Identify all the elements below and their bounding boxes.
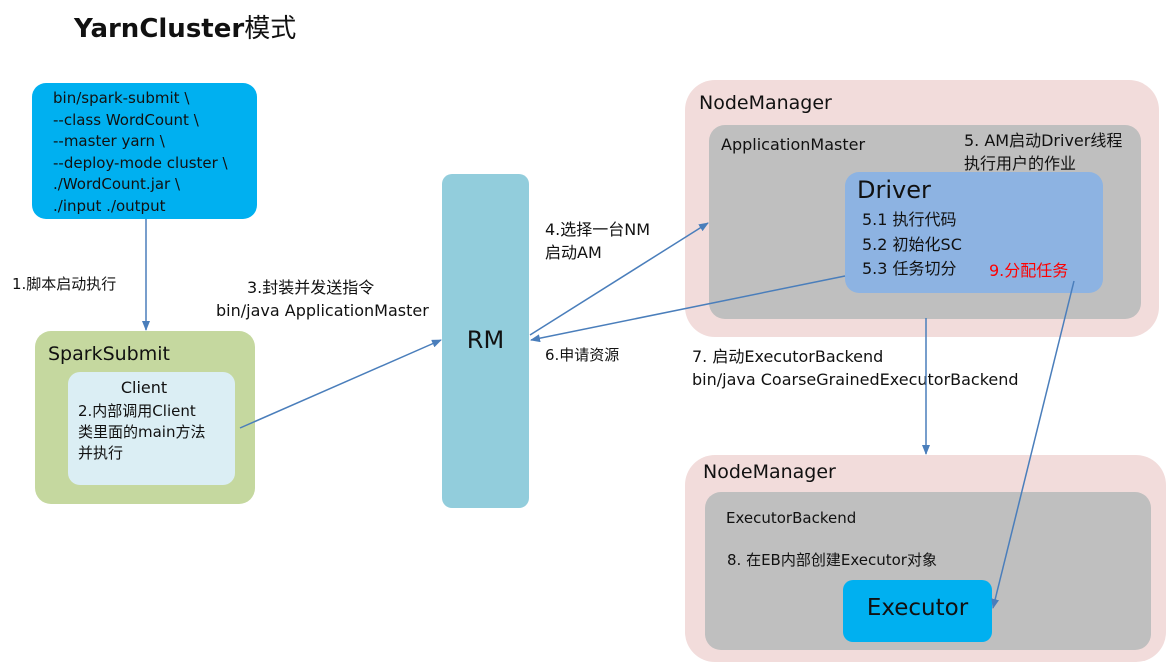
edge-label-step7-line: bin/java CoarseGrainedExecutorBackend [692,370,1019,389]
title-suffix: 模式 [244,14,297,44]
driver-step: 5.2 初始化SC [862,234,962,254]
executor-backend-note: 8. 在EB内部创建Executor对象 [727,551,937,569]
command-line: bin/spark-submit \ [53,89,190,107]
spark-submit-command-box: bin/spark-submit \ --class WordCount \ -… [32,83,257,219]
edge-label-step6: 6.申请资源 [545,346,620,364]
executor-label: Executor [866,595,969,621]
command-line: --deploy-mode cluster \ [53,153,228,172]
driver-label: Driver [857,176,931,204]
edge-label-step4: 4.选择一台NM 启动AM [545,218,650,264]
spark-submit-label: SparkSubmit [48,343,170,365]
executor-backend-label: ExecutorBackend [726,509,857,527]
edge-label-step3-line2: bin/java ApplicationMaster [216,301,429,320]
driver-step: 5.1 执行代码 [862,210,957,229]
am-note: 5. AM启动Driver线程 执行用户的作业 [964,129,1122,175]
client-node [68,372,235,485]
client-description: 2.内部调用Client 类里面的main方法 并执行 [78,401,205,464]
arrow-step3 [239,339,442,429]
driver-steps: 5.1 执行代码 5.2 初始化SC 5.3 任务切分 [862,208,962,282]
executor-node [843,580,992,642]
client-desc-line: 并执行 [78,444,124,462]
edge-label-step3-line1: 3.封装并发送指令 [247,278,375,297]
command-line: --class WordCount \ [53,110,199,129]
client-desc-line: 类里面的main方法 [78,423,206,441]
node-manager-top-label: NodeManager [699,92,832,114]
edge-label-step1: 1.脚本启动执行 [12,275,117,293]
command-line: ./WordCount.jar \ [53,175,181,194]
client-label: Client [120,378,168,397]
edge-label-step4-line: 4.选择一台NM [545,220,651,239]
arrow-step9 [991,280,1075,609]
assign-task-label: 9.分配任务 [989,261,1069,280]
edge-label-step4-line: 启动AM [545,243,602,262]
title-main: YarnCluster [74,14,245,44]
arrow-step4 [529,222,709,336]
command-line: --master yarn \ [53,132,165,151]
application-master-label: ApplicationMaster [721,135,866,154]
client-desc-line: 2.内部调用Client [78,402,196,420]
resource-manager-label: RM [466,326,505,354]
am-note-line: 执行用户的作业 [964,154,1077,173]
arrow-step6 [530,275,846,343]
am-note-line: 5. AM启动Driver线程 [964,131,1123,150]
resource-manager-node [442,174,529,508]
command-line: ./input ./output [53,196,166,215]
node-manager-bottom-label: NodeManager [703,461,836,483]
driver-node [845,172,1103,293]
driver-step: 5.3 任务切分 [862,259,957,278]
edge-label-step7: 7. 启动ExecutorBackend bin/java CoarseGrai… [692,345,1019,391]
edge-label-step7-line: 7. 启动ExecutorBackend [692,347,884,366]
page-title: YarnCluster模式 [74,8,296,45]
